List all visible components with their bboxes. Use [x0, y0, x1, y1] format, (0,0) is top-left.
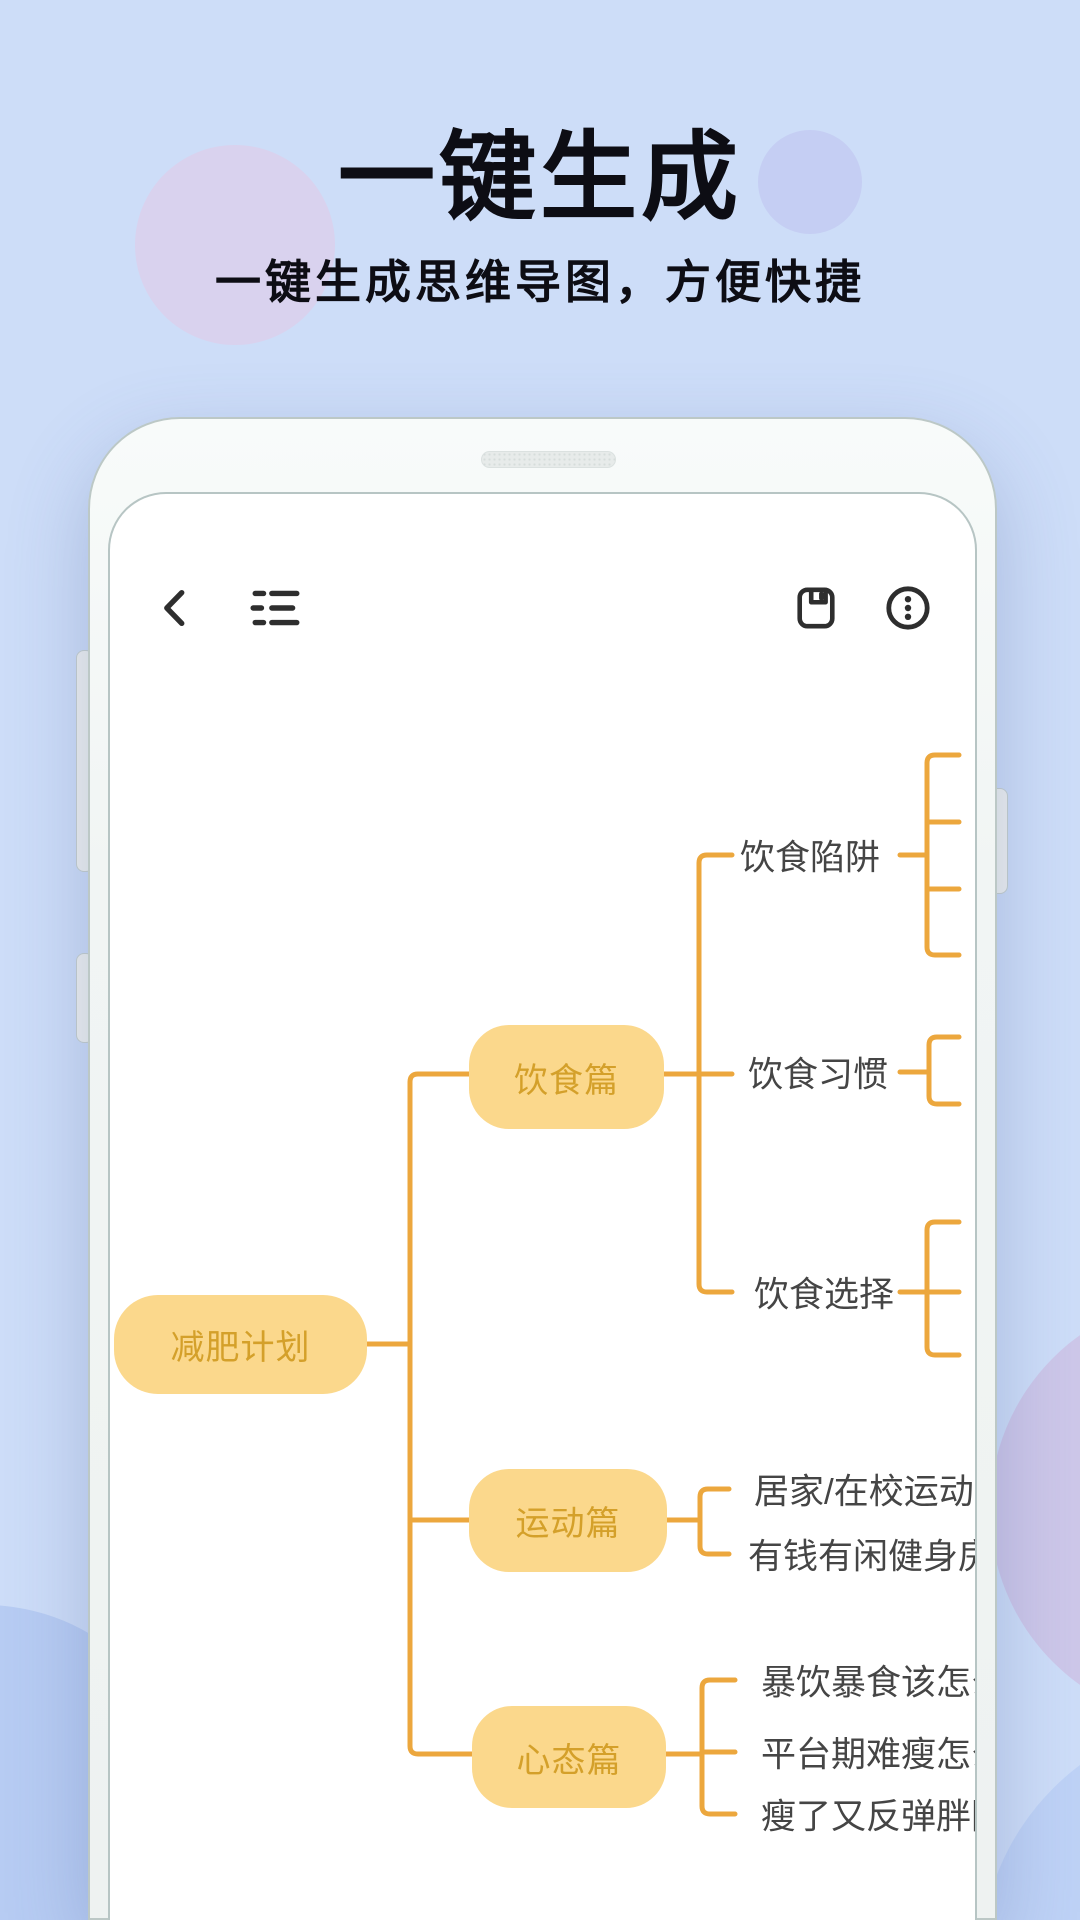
mindmap-node-diet[interactable]: 饮食篇 [469, 1025, 664, 1129]
mindmap-leaf[interactable]: 平台期难瘦怎么 [761, 1735, 975, 1775]
mindmap-leaf[interactable]: 饮食陷阱 [740, 838, 881, 878]
phone-speaker [481, 451, 616, 468]
back-button[interactable] [146, 578, 206, 638]
decor-circle-bottom-right-lavender [990, 1295, 1080, 1725]
more-dots-icon [884, 584, 932, 632]
mindmap-leaf[interactable]: 饮食选择 [754, 1275, 895, 1315]
decor-circle-top-left [135, 145, 335, 345]
decor-circle-title-right [758, 130, 862, 234]
mindmap-leaf[interactable]: 居家/在校运动 [754, 1472, 974, 1512]
more-menu-button[interactable] [878, 578, 938, 638]
page-subtitle: 一键生成思维导图，方便快捷 [215, 256, 865, 308]
mindmap-node-label: 心态篇 [516, 1741, 622, 1780]
mindmap-root-label: 减肥计划 [170, 1329, 311, 1367]
back-chevron-icon [153, 585, 199, 631]
mindmap-leaf[interactable]: 饮食习惯 [748, 1055, 889, 1095]
page-title: 一键生成 [338, 123, 742, 232]
mindmap-root-node[interactable]: 减肥计划 [114, 1295, 367, 1394]
mindmap-leaf[interactable]: 瘦了又反弹胖回 [761, 1797, 975, 1837]
outline-list-icon [249, 585, 303, 631]
mindmap-node-exercise[interactable]: 运动篇 [469, 1469, 667, 1572]
save-button[interactable] [786, 578, 846, 638]
mindmap-leaf[interactable]: 暴饮暴食该怎么 [761, 1663, 975, 1703]
mindmap-node-label: 饮食篇 [514, 1061, 619, 1100]
mindmap-canvas[interactable]: 减肥计划 饮食篇 运动篇 心态篇 饮食陷阱 饮食习惯 饮食选择 居家/在校运动 … [110, 494, 975, 1920]
mindmap-leaf[interactable]: 有钱有闲健身房 [748, 1537, 977, 1577]
phone-screen: 减肥计划 饮食篇 运动篇 心态篇 饮食陷阱 饮食习惯 饮食选择 居家/在校运动 … [108, 492, 977, 1920]
mindmap-node-mindset[interactable]: 心态篇 [472, 1706, 666, 1808]
save-floppy-icon [793, 585, 839, 631]
outline-button[interactable] [246, 578, 306, 638]
mindmap-node-label: 运动篇 [515, 1505, 621, 1543]
